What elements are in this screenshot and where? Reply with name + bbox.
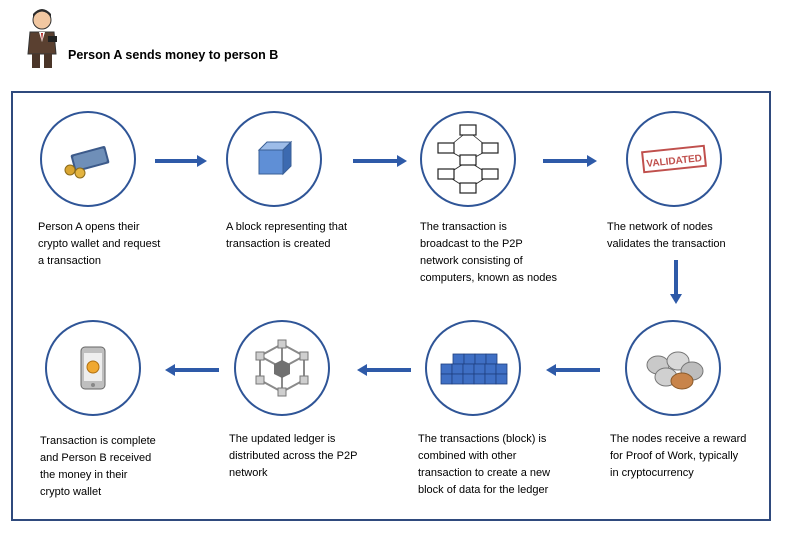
arrow-left-1	[546, 364, 600, 376]
blocks-chain-icon	[440, 353, 508, 385]
step-3-caption: The transaction is broadcast to the P2P …	[420, 221, 557, 284]
step-7-circle	[234, 320, 330, 416]
step-3-circle	[420, 111, 516, 207]
arrow-left-3	[165, 364, 219, 376]
validated-stamp-icon: VALIDATED	[641, 144, 707, 174]
step-6-circle	[425, 320, 521, 416]
step-4-circle: VALIDATED	[626, 111, 722, 207]
businessman-icon	[27, 9, 57, 68]
step-8-caption: Transaction is complete and Person B rec…	[40, 435, 156, 498]
block-icon	[257, 140, 293, 176]
arrow-down	[670, 260, 682, 304]
network-icon	[437, 124, 499, 194]
step-6-caption: The transactions (block) is combined wit…	[418, 433, 551, 496]
page-title: Person A sends money to person B	[68, 48, 279, 62]
wallet-icon	[64, 146, 110, 179]
ledger-cube-icon	[255, 339, 309, 397]
step-7-caption: The updated ledger is distributed across…	[229, 433, 358, 479]
step-8-circle	[45, 320, 141, 416]
step-2-caption: A block representing that transaction is…	[226, 221, 348, 250]
arrow-left-2	[357, 364, 411, 376]
arrow-right-3	[543, 155, 597, 167]
arrow-right-1	[155, 155, 207, 167]
step-5-circle	[625, 320, 721, 416]
step-1-circle	[40, 111, 136, 207]
coins-icon	[646, 351, 704, 390]
arrow-right-2	[353, 155, 407, 167]
step-4-caption: The network of nodes validates the trans…	[607, 221, 726, 250]
process-frame	[11, 91, 771, 521]
step-2-circle	[226, 111, 322, 207]
phone-bitcoin-icon	[80, 346, 106, 390]
step-5-caption: The nodes receive a reward for Proof of …	[610, 433, 747, 479]
step-1-caption: Person A opens their crypto wallet and r…	[38, 221, 161, 267]
